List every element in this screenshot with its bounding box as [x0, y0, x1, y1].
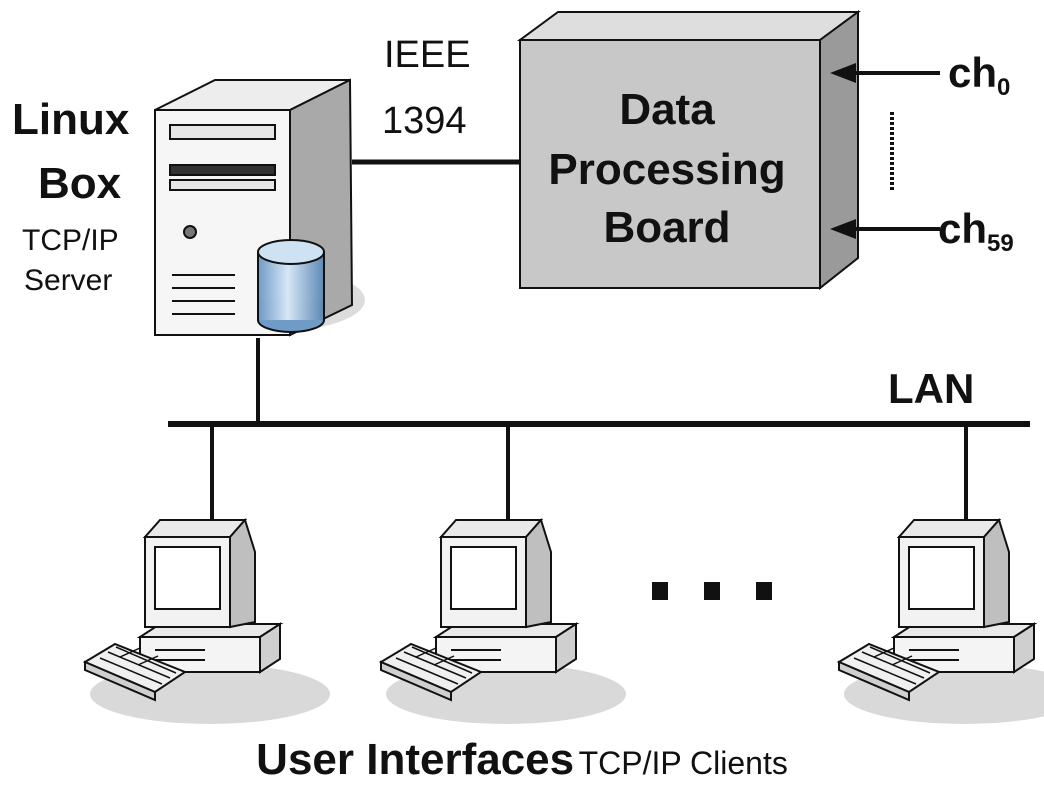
server-sub-line1: TCP/IP [22, 224, 119, 257]
server-sub-line2: Server [24, 264, 113, 297]
link-label-line1: IEEE [384, 34, 471, 76]
server-title-line2: Box [38, 159, 122, 208]
clients-title: User Interfaces [256, 735, 575, 784]
lan-label: LAN [888, 365, 975, 412]
board-label-line3: Board [603, 203, 731, 252]
board-front-face [519, 39, 821, 289]
clients-caption: User Interfaces TCP/IP Clients [0, 738, 1044, 782]
board-side-face [819, 10, 859, 291]
linux-server [154, 78, 365, 337]
channel-last-label: ch59 [938, 205, 1014, 257]
channel-first-label: ch0 [948, 49, 1011, 101]
link-label-line2: 1394 [382, 100, 467, 142]
database-cylinder-icon [257, 239, 325, 333]
server-title-line1: Linux [12, 95, 130, 144]
channel-inputs [830, 63, 940, 239]
clients-subtitle: TCP/IP Clients [578, 745, 788, 781]
board-label-line1: Data [619, 85, 715, 134]
ellipsis-dots [652, 582, 772, 600]
board-label-line2: Processing [548, 145, 786, 194]
ch59-arrow [830, 219, 856, 239]
board-top-face [516, 11, 862, 41]
client-computer-2-icon [380, 519, 627, 725]
client-computer-3-icon [838, 519, 1044, 725]
client-computer-1-icon [84, 519, 331, 725]
data-processing-board [516, 10, 862, 291]
ch0-arrow [830, 63, 856, 83]
